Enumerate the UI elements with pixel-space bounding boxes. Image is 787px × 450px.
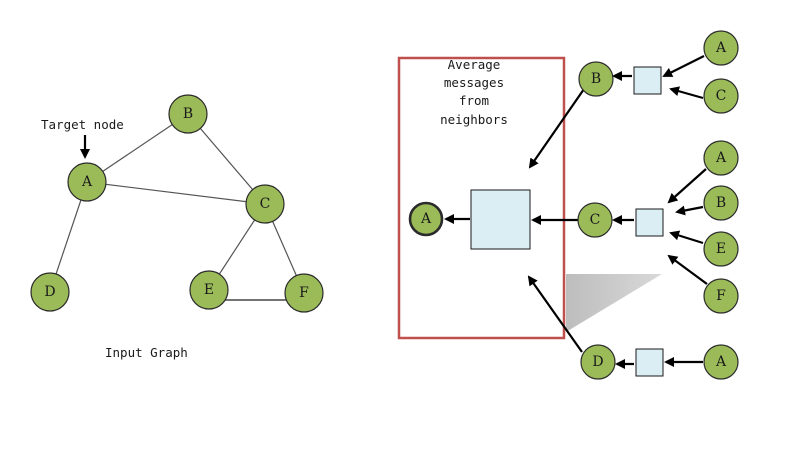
level1-node-d: D [580, 344, 616, 380]
edge-a-c [86, 181, 266, 205]
arrow-b-to-box [528, 88, 585, 169]
svg-text:F: F [716, 288, 726, 304]
arrow-l2b-to-boxc [675, 205, 704, 216]
arrow-d-to-box [527, 275, 583, 353]
svg-text:B: B [716, 195, 726, 211]
level2-b-node-c: C [703, 78, 739, 114]
level2-c-node-e: E [703, 231, 739, 267]
aggregation-box-c [635, 208, 664, 237]
input-node-b: B [168, 94, 208, 134]
level2-c-node-f: F [703, 278, 739, 314]
shadow [566, 274, 662, 332]
input-graph: Target node A B C D E F Input Graph [30, 94, 324, 360]
level1-node-b: B [578, 61, 614, 97]
svg-text:A: A [715, 40, 727, 56]
svg-text:A: A [81, 174, 93, 190]
svg-text:E: E [204, 282, 214, 298]
svg-text:B: B [591, 71, 601, 87]
svg-text:F: F [299, 285, 309, 301]
level2-c-node-a: A [703, 140, 739, 176]
arrow-l2a-to-boxc [667, 168, 707, 204]
input-graph-caption: Input Graph [105, 345, 188, 360]
arrow-l2f-to-boxc [667, 254, 708, 285]
aggregation-frame [397, 56, 566, 340]
caption-line-3: from [459, 93, 489, 108]
caption-line-1: Average [448, 57, 501, 72]
svg-text:E: E [716, 241, 726, 257]
computation-graph: Average messages from neighbors A B C D [397, 30, 739, 380]
aggregation-box-b [633, 66, 662, 95]
arrow-l2e-to-boxc [669, 230, 704, 245]
edge-a-b [86, 113, 189, 183]
edge-b-c [187, 113, 266, 205]
arrow-l2a-to-boxb [662, 55, 705, 77]
level2-c-node-b: B [703, 185, 739, 221]
aggregation-caption: Average messages from neighbors [440, 57, 508, 127]
input-node-f: F [284, 273, 324, 313]
input-node-d: D [30, 272, 70, 312]
svg-text:C: C [260, 196, 271, 212]
level2-b-node-a: A [703, 30, 739, 66]
input-node-e: E [189, 270, 229, 310]
aggregation-box-main [470, 189, 531, 250]
svg-text:A: A [715, 354, 727, 370]
svg-text:B: B [183, 106, 193, 122]
target-node-label: Target node [41, 117, 124, 132]
aggregation-box-d [635, 348, 664, 377]
svg-text:A: A [420, 211, 432, 227]
caption-line-2: messages [444, 75, 504, 90]
level2-d-node-a: A [703, 344, 739, 380]
svg-text:C: C [716, 88, 727, 104]
svg-text:C: C [590, 212, 601, 228]
input-node-c: C [245, 184, 285, 224]
arrow-l2c-to-boxb [669, 86, 704, 100]
svg-text:A: A [715, 150, 727, 166]
input-node-a: A [67, 162, 107, 202]
svg-text:D: D [44, 284, 55, 300]
level1-node-c: C [577, 202, 613, 238]
target-annotation: Target node [41, 117, 124, 159]
root-node-a: A [408, 201, 444, 237]
caption-line-4: neighbors [440, 112, 508, 127]
svg-text:D: D [592, 354, 603, 370]
